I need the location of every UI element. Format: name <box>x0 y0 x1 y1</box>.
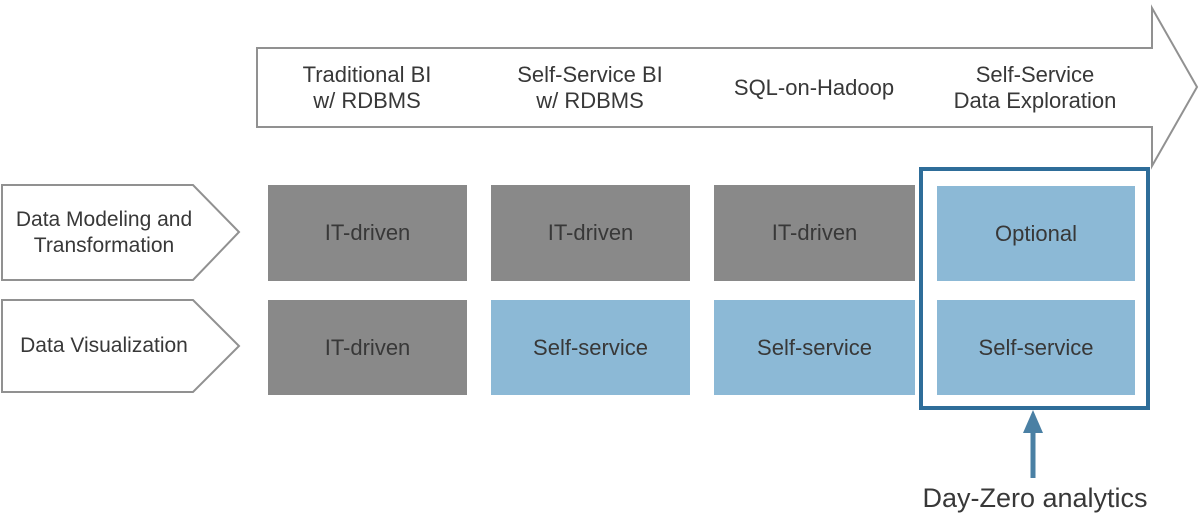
day-zero-arrow-icon <box>1023 410 1043 478</box>
row-label-arrow-shape-modeling <box>1 184 241 281</box>
cell-visualization-self-service-bi: Self-service <box>491 300 690 395</box>
row-label-data-visualization: Data Visualization <box>20 334 188 358</box>
day-zero-analytics-label: Day-Zero analytics <box>922 483 1148 513</box>
stage-header-self-service-data-exploration: Self-Service Data Exploration <box>953 62 1117 113</box>
stage-header-sql-on-hadoop: SQL-on-Hadoop <box>733 74 895 100</box>
stage-header-self-service-bi: Self-Service BI w/ RDBMS <box>517 62 663 113</box>
cell-visualization-traditional-bi: IT-driven <box>268 300 467 395</box>
timeline-arrow-shape <box>256 4 1199 170</box>
cell-modeling-sql-on-hadoop: IT-driven <box>714 185 915 281</box>
row-label-arrow-shape-visualization <box>1 299 241 393</box>
row-label-data-modeling: Data Modeling and Transformation <box>15 208 193 257</box>
day-zero-highlight-box <box>919 167 1150 410</box>
cell-visualization-sql-on-hadoop: Self-service <box>714 300 915 395</box>
cell-modeling-traditional-bi: IT-driven <box>268 185 467 281</box>
cell-visualization-self-service-exploration: Self-service <box>937 300 1135 395</box>
stage-header-traditional-bi: Traditional BI w/ RDBMS <box>302 62 432 113</box>
cell-modeling-self-service-exploration: Optional <box>937 186 1135 281</box>
cell-modeling-self-service-bi: IT-driven <box>491 185 690 281</box>
